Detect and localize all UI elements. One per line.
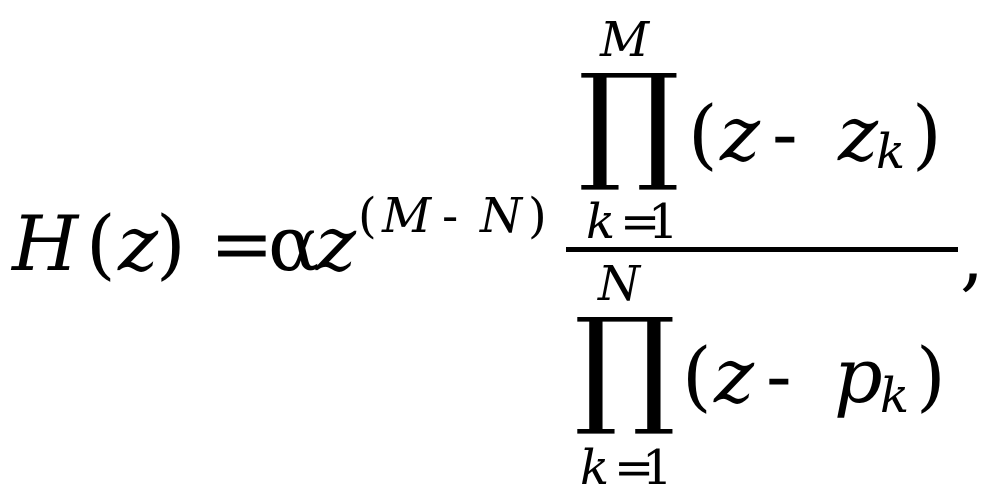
denominator-subscript: k bbox=[880, 368, 910, 424]
numerator-left-paren: ( bbox=[688, 89, 718, 178]
numerator-subscript: k bbox=[876, 124, 906, 180]
numerator-z: z bbox=[720, 89, 761, 178]
numerator-lower-value: 1 bbox=[648, 194, 679, 250]
denominator-z: z bbox=[714, 331, 755, 420]
exponent-n: N bbox=[480, 188, 522, 244]
numerator-lower-var: k bbox=[586, 194, 616, 250]
equals-sign: = bbox=[210, 199, 274, 288]
lhs-variable: z bbox=[118, 199, 159, 288]
numerator-upper-limit: M bbox=[600, 12, 650, 68]
exponent-left-paren: ( bbox=[358, 188, 377, 244]
lhs-left-paren: ( bbox=[86, 199, 116, 288]
denominator-lower-value: 1 bbox=[642, 440, 673, 496]
denominator-product-symbol: ∏ bbox=[574, 291, 676, 440]
denominator-term: p bbox=[834, 331, 883, 420]
lhs-function-symbol: H bbox=[12, 199, 79, 288]
denominator-upper-limit: N bbox=[598, 256, 640, 312]
numerator-minus: - bbox=[772, 89, 798, 178]
lhs-right-paren: ) bbox=[156, 199, 186, 288]
numerator-product-symbol: ∏ bbox=[578, 47, 680, 196]
denominator-minus: - bbox=[766, 331, 792, 420]
denominator-lower-var: k bbox=[580, 440, 610, 496]
z-factor: z bbox=[316, 199, 357, 288]
denominator-lower-equals: = bbox=[614, 440, 655, 496]
exponent-minus: - bbox=[442, 188, 459, 244]
denominator-right-paren: ) bbox=[916, 331, 946, 420]
exponent-right-paren: ) bbox=[528, 188, 547, 244]
trailing-comma: , bbox=[960, 211, 985, 300]
fraction-bar bbox=[566, 247, 958, 252]
denominator-left-paren: ( bbox=[682, 331, 712, 420]
numerator-right-paren: ) bbox=[912, 89, 942, 178]
alpha-symbol: α bbox=[268, 199, 320, 288]
numerator-term: z bbox=[838, 89, 879, 178]
exponent-m: M bbox=[382, 188, 432, 244]
numerator-lower-equals: = bbox=[620, 194, 661, 250]
